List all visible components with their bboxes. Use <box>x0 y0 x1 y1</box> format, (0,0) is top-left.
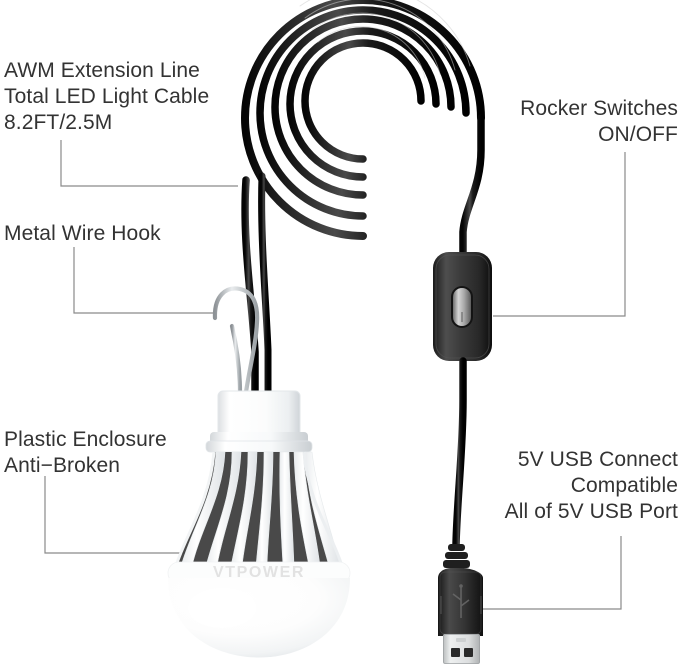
callout-line: Metal Wire Hook <box>4 222 161 245</box>
callout-line: AWM Extension Line <box>4 59 200 82</box>
callout-line: 5V USB Connect <box>517 448 678 471</box>
callout-plastic-enclosure: Plastic Enclosure Anti−Broken <box>4 427 167 479</box>
rocker-switch <box>433 252 492 549</box>
leader-enclosure <box>44 476 192 554</box>
callout-rocker-switches: Rocker Switches ON/OFF <box>520 96 678 148</box>
leader-hook <box>73 247 214 314</box>
leader-usb <box>479 536 622 610</box>
usb-connector <box>438 544 483 664</box>
callout-line: All of 5V USB Port <box>504 500 678 523</box>
leader-switch <box>493 152 626 317</box>
callout-line: 8.2FT/2.5M <box>4 111 113 134</box>
bulb-cap <box>205 390 313 453</box>
callout-line: Anti−Broken <box>4 454 121 477</box>
bulb-diffuser-dome <box>168 578 350 658</box>
callout-line: Rocker Switches <box>520 97 678 120</box>
callout-metal-wire-hook: Metal Wire Hook <box>4 221 161 247</box>
leader-lines <box>44 140 626 610</box>
metal-wire-hook <box>212 286 260 395</box>
callout-line: Compatible <box>570 474 678 497</box>
callout-usb-connector: 5V USB Connect Compatible All of 5V USB … <box>505 447 678 525</box>
leader-cable <box>60 140 238 187</box>
coiled-cable <box>241 0 485 396</box>
callout-awm-extension-line: AWM Extension Line Total LED Light Cable… <box>4 58 209 136</box>
callout-line: Plastic Enclosure <box>4 428 167 451</box>
callout-line: ON/OFF <box>598 123 678 146</box>
callout-line: Total LED Light Cable <box>4 85 210 108</box>
bulb-brand-text: VTPOWER <box>212 564 306 581</box>
plastic-enclosure-fins <box>174 451 344 567</box>
